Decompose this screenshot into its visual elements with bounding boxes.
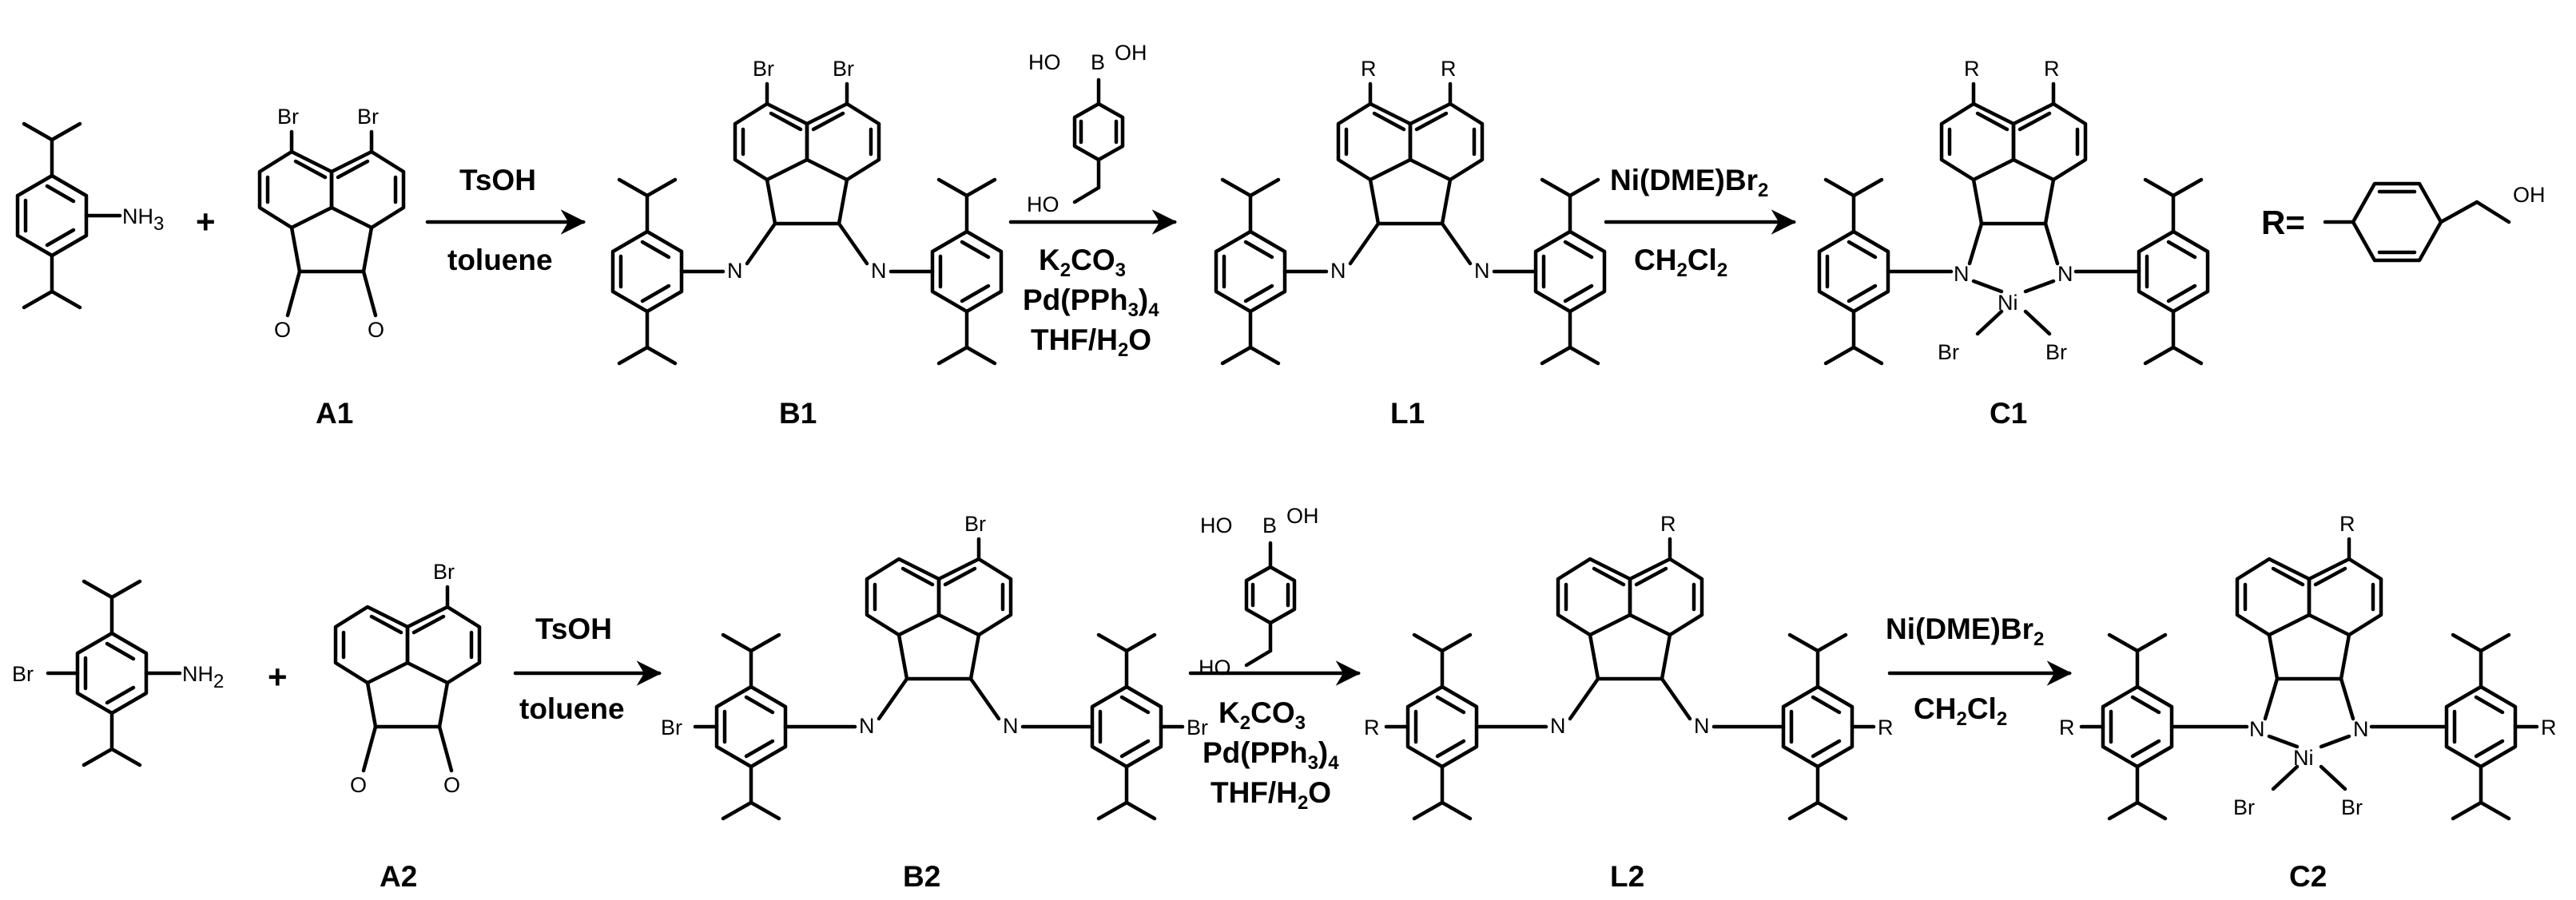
label-a1: A1 (316, 397, 353, 430)
svg-text:Br: Br (2233, 795, 2255, 819)
reagent-k2co3-2: K2CO3 (1218, 696, 1306, 734)
svg-text:Br: Br (2045, 340, 2067, 364)
svg-text:R=: R= (2261, 204, 2305, 241)
svg-text:B: B (1091, 50, 1105, 74)
svg-text:R: R (1878, 716, 1894, 739)
reagent-k2co3-1: K2CO3 (1039, 244, 1126, 281)
svg-text:Br: Br (277, 105, 299, 129)
label-c2: C2 (2289, 860, 2327, 893)
reagent-ni-2: Ni(DME)Br2 (1886, 613, 2044, 650)
svg-text:O: O (350, 773, 367, 797)
label-a2: A2 (380, 860, 417, 893)
svg-text:Br: Br (661, 716, 682, 739)
svg-text:R: R (1660, 512, 1676, 536)
svg-text:Br: Br (964, 512, 986, 536)
svg-text:Br: Br (2341, 795, 2363, 819)
svg-text:NH2: NH2 (182, 662, 224, 692)
svg-text:N: N (2249, 717, 2265, 741)
compound-l1-structure: R R N N (1216, 57, 1604, 363)
svg-text:HO: HO (1028, 50, 1061, 74)
svg-text:Br: Br (357, 105, 379, 129)
svg-text:Br: Br (12, 662, 34, 686)
reagent-solvent-1: THF/H2O (1031, 323, 1151, 361)
compound-l2-structure: R N N R R (1364, 512, 1894, 819)
svg-text:R: R (1361, 57, 1377, 81)
svg-text:R: R (1364, 716, 1380, 739)
plus-1: + (196, 203, 216, 240)
reagent-solvent-2: THF/H2O (1210, 776, 1331, 814)
svg-text:R: R (2541, 716, 2557, 739)
svg-text:OH: OH (1286, 504, 1319, 528)
svg-text:Br: Br (1187, 716, 1208, 739)
svg-text:N: N (2057, 262, 2073, 286)
reagent-ni-1: Ni(DME)Br2 (1610, 164, 1768, 201)
svg-text:B: B (1262, 513, 1277, 537)
svg-text:Br: Br (753, 57, 774, 81)
svg-text:NH3: NH3 (122, 204, 164, 235)
svg-text:N: N (2353, 717, 2369, 741)
svg-text:HO: HO (1200, 513, 1233, 537)
svg-text:Br: Br (1938, 340, 1959, 364)
svg-text:O: O (274, 318, 291, 342)
compound-b1-structure: Br Br N N (613, 57, 1001, 363)
r-group-definition: R= OH (2261, 181, 2546, 263)
compound-b2-structure: Br N N Br Br (661, 512, 1208, 819)
svg-text:R: R (2044, 57, 2060, 81)
reagent-toluene-1: toluene (447, 244, 553, 276)
svg-text:HO: HO (1027, 192, 1059, 216)
reagent-tsoh-1: TsOH (459, 164, 536, 196)
boronic-acid-1: HO B OH HO (1027, 41, 1147, 216)
svg-text:OH: OH (2513, 183, 2546, 207)
label-b1: B1 (779, 397, 817, 430)
svg-text:R: R (1441, 57, 1457, 81)
svg-text:N: N (1474, 259, 1490, 283)
svg-text:N: N (1550, 714, 1566, 738)
svg-text:R: R (2059, 716, 2075, 739)
label-b2: B2 (903, 860, 940, 893)
compound-a1-structure: Br Br O O (260, 105, 403, 342)
compound-c1-structure: R R N N Ni Br Br (1819, 57, 2208, 364)
svg-text:N: N (727, 259, 743, 283)
aniline-1: NH3 (18, 124, 164, 307)
label-c1: C1 (1990, 397, 2027, 430)
svg-text:Br: Br (833, 57, 854, 81)
svg-text:O: O (443, 773, 460, 797)
svg-text:OH: OH (1115, 41, 1147, 65)
plus-2: + (268, 658, 288, 696)
svg-text:R: R (1964, 57, 1980, 81)
reagent-tsoh-2: TsOH (535, 613, 612, 645)
aniline-2: Br NH2 (12, 581, 224, 765)
svg-text:N: N (1694, 714, 1710, 738)
reagent-pd-2: Pd(PPh3)4 (1203, 736, 1339, 774)
svg-text:HO: HO (1199, 656, 1231, 680)
svg-text:R: R (2339, 512, 2355, 536)
svg-text:N: N (1954, 262, 1970, 286)
reagent-toluene-2: toluene (519, 692, 625, 725)
compound-c2-structure: R N N Ni Br Br R R (2059, 512, 2557, 819)
svg-text:O: O (368, 318, 384, 342)
boronic-acid-2: HO B OH HO (1199, 504, 1319, 680)
reagent-dcm-2: CH2Cl2 (1914, 692, 2007, 730)
svg-text:N: N (871, 259, 887, 283)
label-l1: L1 (1390, 397, 1425, 430)
svg-text:N: N (859, 714, 875, 738)
svg-text:N: N (1003, 714, 1019, 738)
reagent-pd-1: Pd(PPh3)4 (1023, 283, 1159, 321)
reagent-dcm-1: CH2Cl2 (1634, 244, 1727, 281)
svg-text:N: N (1330, 259, 1346, 283)
compound-a2-structure: Br O O (336, 560, 479, 797)
label-l2: L2 (1610, 860, 1644, 893)
svg-text:Br: Br (433, 560, 455, 584)
